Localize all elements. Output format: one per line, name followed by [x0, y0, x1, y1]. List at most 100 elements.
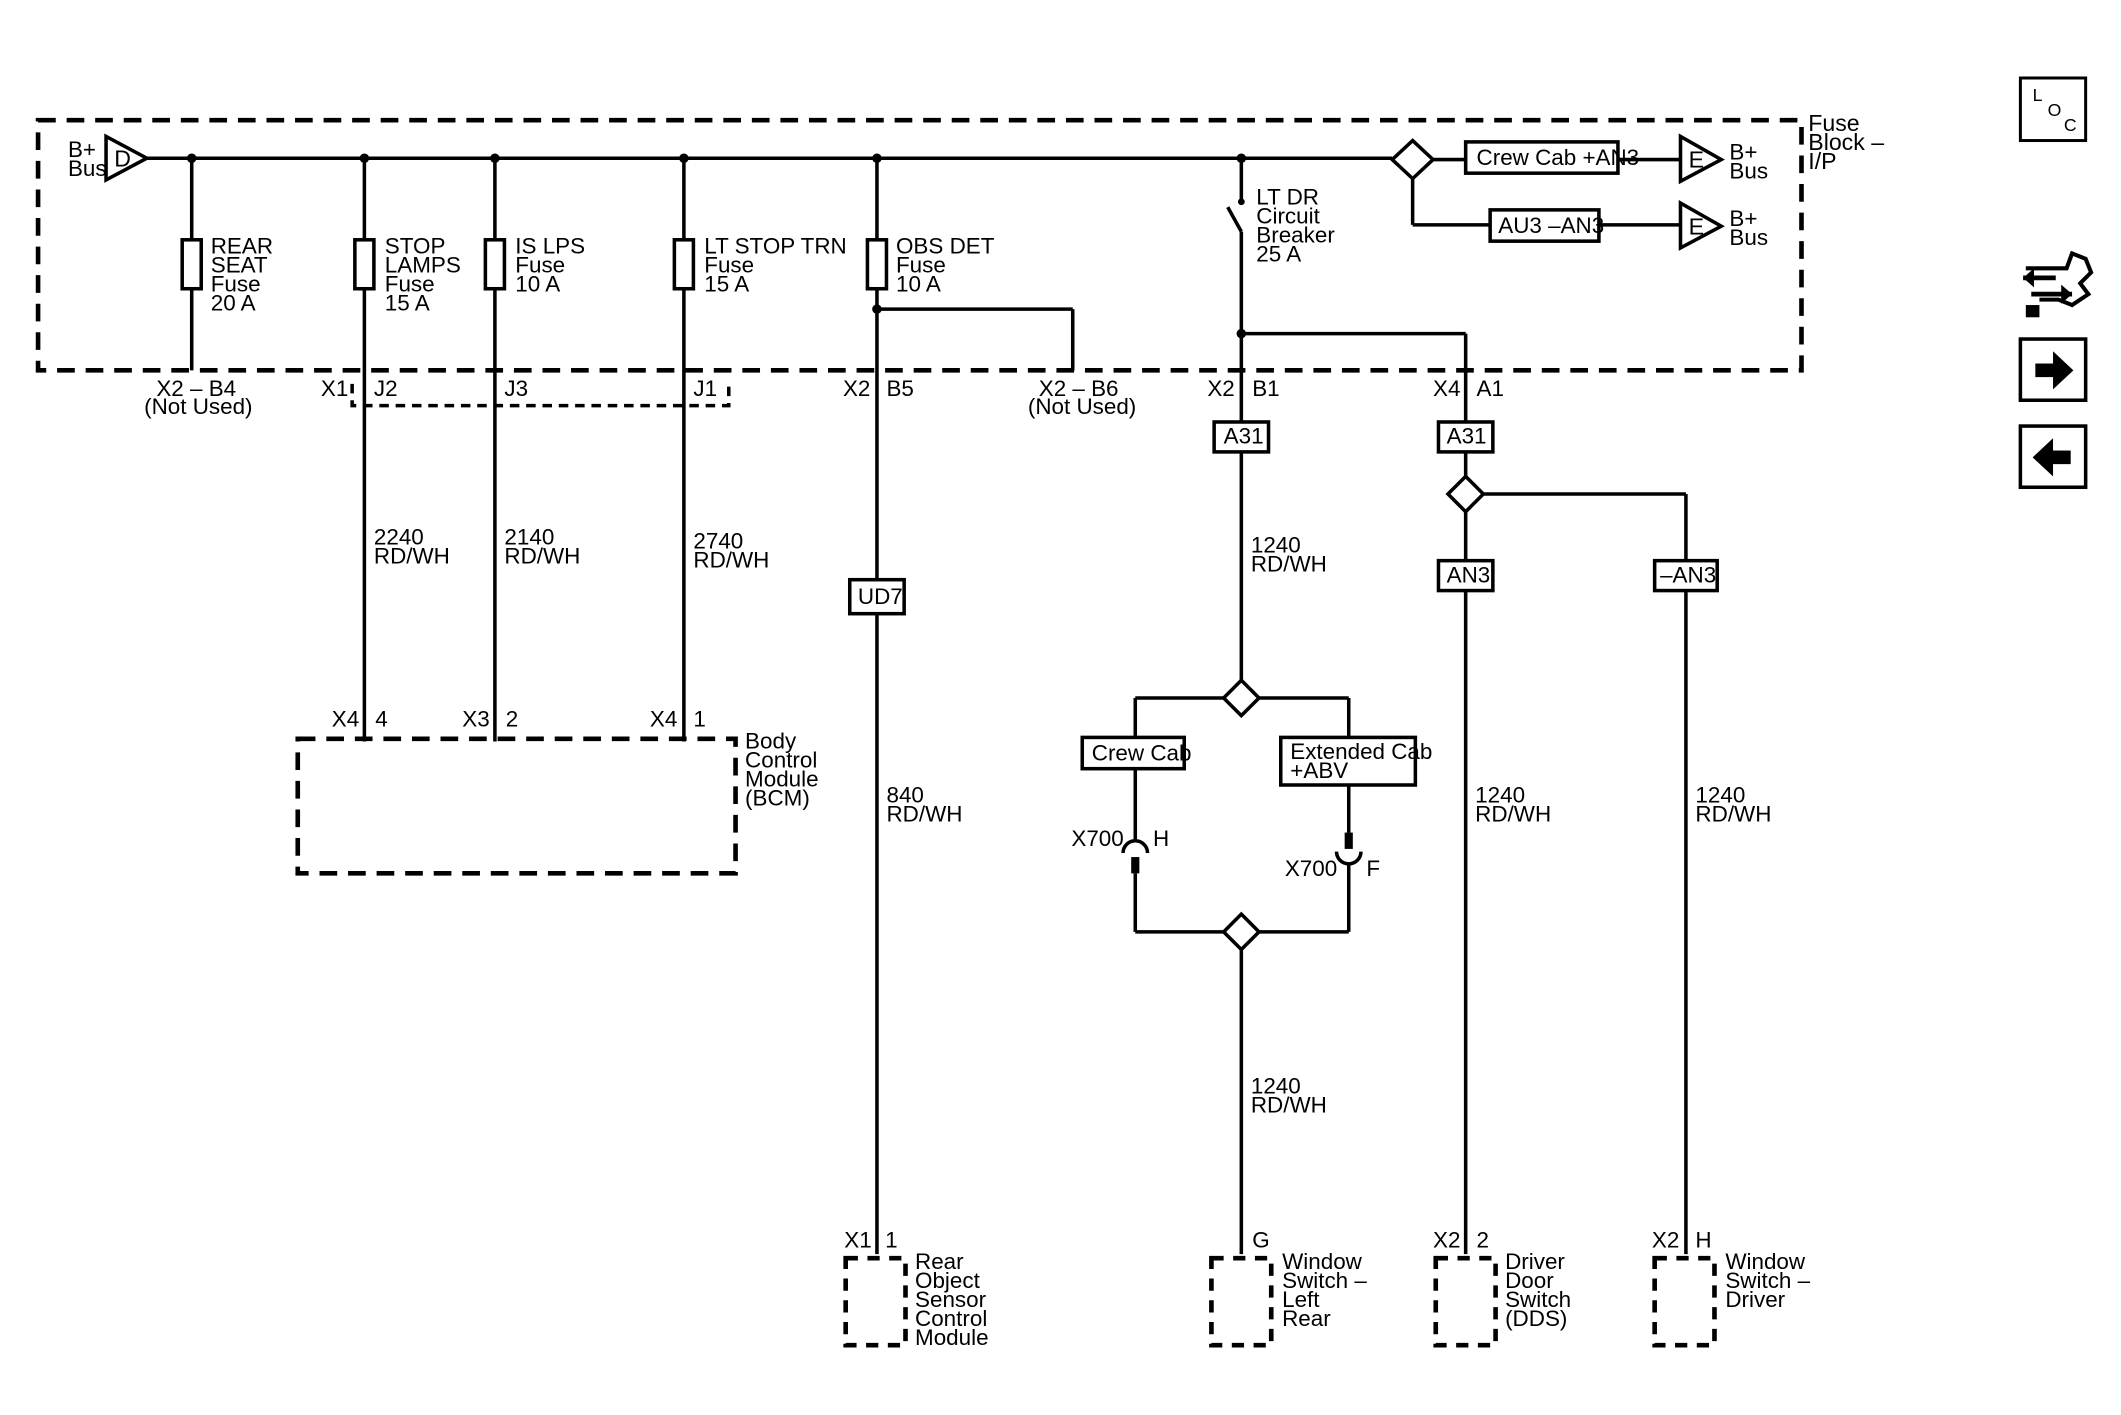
svg-text:Driver Door Switch: Driver Door Switch (DDS) [1505, 1249, 1577, 1331]
svg-text:Window Switch – Dr: Window Switch – Driver [1725, 1249, 1816, 1312]
right-bus-symbol-bottom [1678, 200, 1725, 251]
svg-text:1: 1 [885, 1227, 897, 1252]
svg-text:UD7: UD7 [858, 584, 903, 609]
svg-text:X2 – B4: X2 – B4 [156, 376, 236, 401]
back-arrow-icon[interactable] [2018, 424, 2088, 490]
fuse-obs-det: OBS DET Fuse 10 A [865, 158, 1075, 1255]
svg-text:X2: X2 [1652, 1227, 1679, 1252]
svg-text:X2: X2 [843, 376, 870, 401]
option-splice-top [1389, 138, 1436, 182]
locator-icon[interactable]: L O C [2018, 76, 2088, 143]
option-a31-left [1212, 420, 1271, 454]
svg-text:G: G [1252, 1227, 1269, 1252]
option-crew-cab [1080, 735, 1186, 771]
svg-text:4: 4 [375, 707, 387, 732]
svg-text:J3: J3 [504, 376, 528, 401]
fuse-stop-lamps: STOP LAMPS Fuse 15 A [353, 158, 467, 742]
svg-text:X2: X2 [1207, 376, 1234, 401]
svg-text:E: E [1689, 213, 1704, 239]
forward-arrow-icon[interactable] [2018, 337, 2088, 402]
option-an3 [1436, 558, 1495, 593]
left-bus-letter: D [114, 145, 131, 171]
x700-h-connector: X700 H [1071, 768, 1169, 932]
svg-text:Body Control Modul: Body Control Module (BCM) [745, 728, 825, 810]
svg-text:LT STOP TRN Fuse 1: LT STOP TRN Fuse 15 A [704, 233, 853, 296]
connector-list-icon[interactable] [2023, 250, 2094, 318]
svg-text:REAR SEAT Fuse: REAR SEAT Fuse 20 A [211, 233, 280, 315]
svg-text:O: O [2048, 100, 2062, 120]
svg-text:AN3: AN3 [1447, 562, 1491, 587]
option-ud7 [847, 577, 906, 616]
svg-text:A31: A31 [1224, 424, 1264, 449]
svg-text:X700: X700 [1071, 826, 1123, 851]
svg-text:J1: J1 [693, 376, 717, 401]
svg-text:X4: X4 [1433, 376, 1460, 401]
svg-text:H: H [1695, 1227, 1711, 1252]
window-switch-left-rear: G Window Switch – Left Rear [1209, 1227, 1373, 1348]
option-splice-an3 [1445, 473, 1486, 515]
fuse-block-label: Fuse Block – I/P [1808, 110, 1890, 174]
svg-text:Extended Cab +ABV: Extended Cab +ABV [1290, 739, 1438, 783]
svg-text:2: 2 [506, 707, 518, 732]
x700-f-connector: X700 F [1285, 784, 1380, 932]
svg-text:IS LPS Fuse 10 A: IS LPS Fuse 10 A [515, 233, 591, 296]
window-switch-driver: X2 H Window Switch – Driver [1652, 1227, 1816, 1348]
svg-text:E: E [1689, 147, 1704, 173]
svg-text:X1: X1 [321, 376, 348, 401]
svg-text:(Not Used): (Not Used) [144, 394, 252, 419]
svg-text:X2: X2 [1433, 1227, 1460, 1252]
svg-text:X2 – B6: X2 – B6 [1039, 376, 1119, 401]
left-bus-label: B+ Bus [68, 137, 107, 181]
svg-text:STOP LAMPS Fuse: STOP LAMPS Fuse 15 A [385, 233, 467, 315]
svg-text:X4: X4 [332, 707, 359, 732]
lt-dr-circuit-breaker: LT DR Circuit Breaker 25 A [1226, 158, 1468, 422]
option-splice-cab-top [1221, 677, 1262, 719]
svg-text:J2: J2 [374, 376, 398, 401]
svg-text:X700: X700 [1285, 856, 1337, 881]
svg-text:X3: X3 [462, 707, 489, 732]
svg-text:Rear Object Sensor: Rear Object Sensor Control Module [915, 1249, 994, 1350]
svg-text:L: L [2033, 85, 2043, 105]
svg-text:Crew Cab +AN3: Crew Cab +AN3 [1477, 145, 1640, 170]
option-splice-cab-bottom [1221, 911, 1262, 953]
option-crew-cab-an3 [1463, 140, 1620, 175]
option-extended-cab [1278, 735, 1418, 787]
svg-text:Crew Cab: Crew Cab [1092, 741, 1192, 766]
body-control-module: X4 4 X3 2 X4 1 Body Control Module (BCM) [295, 707, 825, 876]
svg-text:B5: B5 [886, 376, 913, 401]
svg-text:X4: X4 [650, 707, 677, 732]
driver-door-switch: X2 2 Driver Door Switch (DDS) [1433, 1227, 1577, 1348]
svg-text:OBS DET Fuse 10 A: OBS DET Fuse 10 A [896, 233, 1001, 296]
svg-text:B1: B1 [1252, 376, 1279, 401]
svg-text:1: 1 [693, 707, 705, 732]
svg-text:A1: A1 [1477, 376, 1504, 401]
left-bus-symbol [104, 133, 151, 183]
fuse-block-connectors: X2 – B4 (Not Used) X1 J2 J3 J1 X2 B5 X2 … [144, 376, 1504, 419]
svg-text:H: H [1153, 826, 1169, 851]
fuse-block-outline [35, 117, 1804, 373]
fuse-rear-seat: REAR SEAT Fuse 20 A [180, 158, 280, 371]
svg-text:AU3 –AN3: AU3 –AN3 [1498, 213, 1604, 238]
right-bus-label-bottom: B+ Bus [1729, 206, 1768, 250]
right-bus-label-top: B+ Bus [1729, 140, 1768, 184]
right-bus-symbol-top [1678, 133, 1725, 185]
svg-text:Window Switch – Le: Window Switch – Left Rear [1282, 1249, 1373, 1331]
svg-text:2: 2 [1477, 1227, 1489, 1252]
svg-text:(Not Used): (Not Used) [1028, 394, 1136, 419]
svg-text:F: F [1366, 856, 1380, 881]
fuse-is-lps: IS LPS Fuse 10 A [483, 158, 591, 742]
svg-text:A31: A31 [1447, 424, 1487, 449]
svg-text:X1: X1 [844, 1227, 871, 1252]
fuse-lt-stop-trn: LT STOP TRN Fuse 15 A [672, 158, 853, 742]
option-au3-an3 [1488, 208, 1601, 243]
